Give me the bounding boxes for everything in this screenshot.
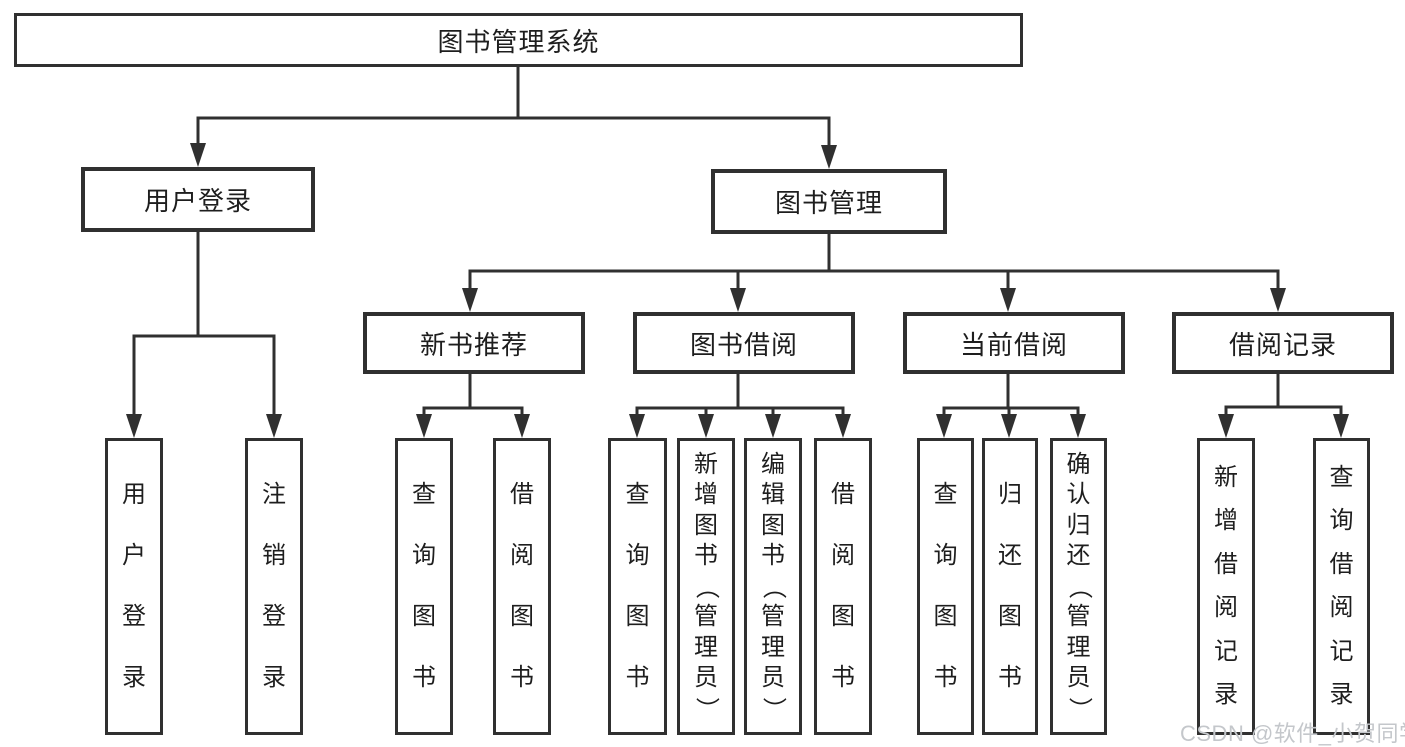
leaf-add-book-admin: 新增图书（管理员） xyxy=(677,438,735,735)
node-current-borrow-label: 当前借阅 xyxy=(959,329,1068,360)
arrowhead xyxy=(821,145,837,169)
leaf-query-books-current-label: 查询图书 xyxy=(933,481,958,691)
arrowhead xyxy=(835,414,851,438)
leaf-borrow-books-recommend: 借阅图书 xyxy=(493,438,551,735)
node-new-book-recommend-label: 新书推荐 xyxy=(419,329,528,360)
leaf-query-books-borrow-label: 查询图书 xyxy=(625,481,650,691)
node-book-management-label: 图书管理 xyxy=(774,188,883,218)
arrowhead xyxy=(1333,414,1349,438)
arrowhead xyxy=(1000,288,1016,312)
connector-current-borrow-children xyxy=(936,372,1086,438)
arrowhead xyxy=(629,414,645,438)
node-borrow-records-label: 借阅记录 xyxy=(1228,329,1337,360)
arrowhead xyxy=(190,143,206,167)
node-new-book-recommend: 新书推荐 xyxy=(363,312,585,374)
watermark: CSDN @软件_小贺同学 xyxy=(1180,721,1405,746)
leaf-query-borrow-record: 查询借阅记录 xyxy=(1313,438,1370,735)
leaf-return-book: 归还图书 xyxy=(982,438,1038,735)
arrowhead xyxy=(1070,414,1086,438)
node-borrow-records: 借阅记录 xyxy=(1172,312,1394,374)
node-current-borrow: 当前借阅 xyxy=(903,312,1125,374)
leaf-user-login-label: 用户登录 xyxy=(122,481,146,691)
leaf-borrow-books-label: 借阅图书 xyxy=(831,481,855,691)
arrowhead xyxy=(126,414,142,438)
arrowhead xyxy=(514,414,530,438)
node-user-login-label: 用户登录 xyxy=(143,186,252,216)
leaf-add-book-admin-label: 新增图书（管理员） xyxy=(693,450,720,721)
leaf-confirm-return-admin-label: 确认归还（管理员） xyxy=(1065,450,1093,721)
arrowhead xyxy=(1218,414,1234,438)
node-book-borrow: 图书借阅 xyxy=(633,312,855,374)
node-root-label: 图书管理系统 xyxy=(437,26,600,57)
arrowhead xyxy=(266,414,282,438)
connector-borrow-records-children xyxy=(1218,372,1349,438)
arrowhead xyxy=(462,288,478,312)
arrowhead xyxy=(1270,288,1286,312)
arrowhead xyxy=(765,414,781,438)
connector-book-borrow-children xyxy=(629,372,851,438)
leaf-edit-book-admin-label: 编辑图书（管理员） xyxy=(760,450,787,721)
leaf-query-books-borrow: 查询图书 xyxy=(608,438,667,735)
leaf-confirm-return-admin: 确认归还（管理员） xyxy=(1050,438,1107,735)
connector-book-management-children xyxy=(462,232,1286,312)
node-book-borrow-label: 图书借阅 xyxy=(689,329,798,360)
leaf-query-books-recommend: 查询图书 xyxy=(395,438,453,735)
leaf-query-books-current: 查询图书 xyxy=(917,438,974,735)
connector-root-to-branches xyxy=(190,65,837,169)
leaf-query-borrow-record-label: 查询借阅记录 xyxy=(1329,463,1354,709)
leaf-add-borrow-record: 新增借阅记录 xyxy=(1197,438,1255,735)
connector-user-login-children xyxy=(126,230,282,438)
arrowhead xyxy=(698,414,714,438)
arrowhead xyxy=(936,414,952,438)
arrowhead xyxy=(1001,414,1017,438)
leaf-edit-book-admin: 编辑图书（管理员） xyxy=(744,438,802,735)
leaf-return-book-label: 归还图书 xyxy=(998,481,1022,691)
leaf-query-books-recommend-label: 查询图书 xyxy=(412,481,436,691)
leaf-logout-label: 注销登录 xyxy=(262,481,286,691)
arrowhead xyxy=(416,414,432,438)
connector-new-book-recommend-children xyxy=(416,372,530,438)
leaf-logout: 注销登录 xyxy=(245,438,303,735)
node-book-management: 图书管理 xyxy=(711,169,947,234)
arrowhead xyxy=(730,288,746,312)
leaf-add-borrow-record-label: 新增借阅记录 xyxy=(1214,463,1238,709)
leaf-user-login: 用户登录 xyxy=(105,438,163,735)
node-root: 图书管理系统 xyxy=(14,13,1023,67)
leaf-borrow-books: 借阅图书 xyxy=(814,438,872,735)
node-user-login: 用户登录 xyxy=(81,167,315,232)
leaf-borrow-books-recommend-label: 借阅图书 xyxy=(510,481,534,691)
